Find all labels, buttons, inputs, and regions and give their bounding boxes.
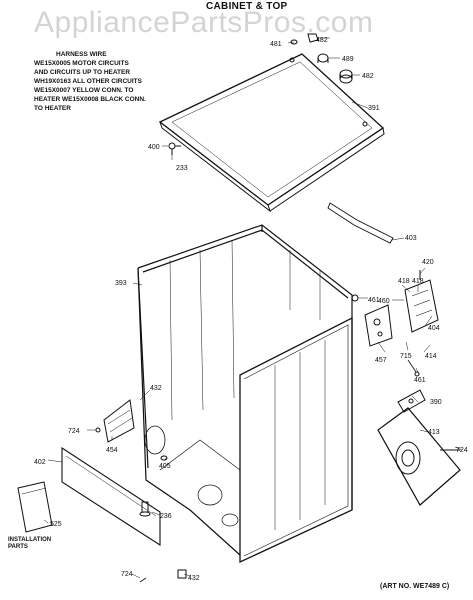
callout: 460 xyxy=(378,298,390,305)
harness-notes: HARNESS WIRE WE15X0005 MOTOR CIRCUITS AN… xyxy=(34,50,184,113)
seal-strip xyxy=(327,202,394,244)
callout: 481 xyxy=(270,41,282,48)
harness-line: TO HEATER xyxy=(34,105,71,112)
callout: 724 xyxy=(121,571,133,578)
clip-400 xyxy=(168,142,181,155)
callout: 390 xyxy=(430,399,442,406)
callout: 393 xyxy=(115,280,127,287)
watermark: AppliancePartsPros.com xyxy=(34,6,374,39)
callout: 405 xyxy=(159,463,171,470)
harness-line: WH19X0163 ALL OTHER CIRCUITS xyxy=(34,78,142,85)
harness-line: WE15X0007 YELLOW CONN. TO xyxy=(34,87,134,94)
diagram-title: CABINET & TOP xyxy=(206,1,288,12)
callout: 420 xyxy=(422,259,434,266)
callout: 482 xyxy=(362,73,374,80)
harness-heading: HARNESS WIRE xyxy=(56,51,107,58)
callout: 482 xyxy=(316,37,328,44)
callout: 432 xyxy=(150,385,162,392)
callout: 418 xyxy=(412,278,424,285)
callout: 414 xyxy=(425,353,437,360)
callout: 400 xyxy=(148,144,160,151)
top-panel xyxy=(158,53,385,213)
leveling-legs xyxy=(139,455,187,583)
installation-parts-label: INSTALLATION PARTS xyxy=(8,537,52,550)
callout: 461 xyxy=(414,377,426,384)
leader-lines xyxy=(43,37,463,579)
callout: 404 xyxy=(428,325,440,332)
callout: 403 xyxy=(405,235,417,242)
door-panel xyxy=(377,407,461,506)
callout: 461 xyxy=(368,297,380,304)
callout: 432 xyxy=(188,575,200,582)
callout: 402 xyxy=(34,459,46,466)
callout: 236 xyxy=(160,513,172,520)
duct-454 xyxy=(95,399,135,443)
callout: 454 xyxy=(106,447,118,454)
art-number: (ART NO. WE7489 C) xyxy=(380,583,450,590)
installation-parts xyxy=(17,481,53,533)
harness-line: HEATER WE15X0008 BLACK CONN. xyxy=(34,96,146,103)
callout: 233 xyxy=(176,165,188,172)
harness-line: WE15X0005 MOTOR CIRCUITS xyxy=(34,60,129,67)
callout-numbers: 481 482 489 482 391 400 233 403 393 420 … xyxy=(34,37,468,582)
callout: 724 xyxy=(68,428,80,435)
callout: 413 xyxy=(428,429,440,436)
callout: 715 xyxy=(400,353,412,360)
callout: 418 xyxy=(398,278,410,285)
kickplate xyxy=(61,446,161,547)
callout: 457 xyxy=(375,357,387,364)
terminal-block xyxy=(351,270,439,377)
callout: 525 xyxy=(50,521,62,528)
callout: 489 xyxy=(342,56,354,63)
harness-line: AND CIRCUITS UP TO HEATER xyxy=(34,69,131,76)
callout: 724 xyxy=(456,447,468,454)
cabinet xyxy=(137,224,353,564)
bracket-390 xyxy=(397,389,426,413)
callout: 391 xyxy=(368,105,380,112)
